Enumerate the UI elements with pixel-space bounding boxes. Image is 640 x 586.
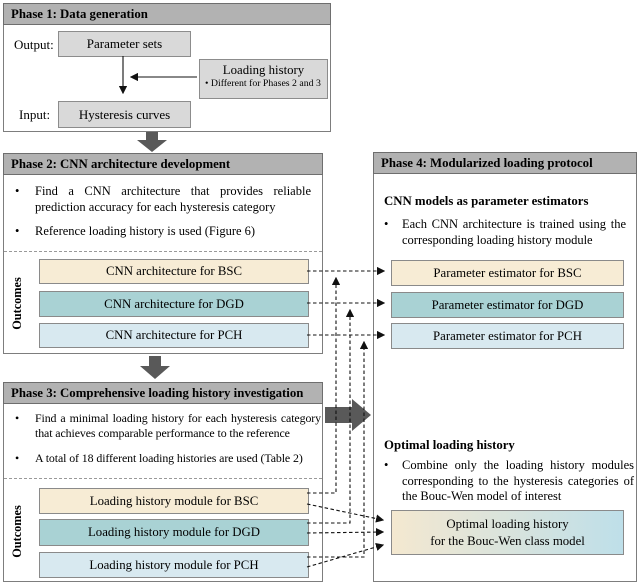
phase3-bullet-1: • Find a minimal loading history for eac…	[15, 411, 321, 441]
hysteresis-curves-box: Hysteresis curves	[58, 101, 191, 128]
bullet-mark: •	[205, 78, 209, 89]
phase2-container: Phase 2: CNN architecture development • …	[3, 153, 323, 354]
cnn-architecture-bsc-box: CNN architecture for BSC	[39, 259, 309, 284]
loading-history-note-text: Different for Phases 2 and 3	[210, 78, 321, 89]
phase3-separator	[4, 478, 322, 479]
phase4-header: Phase 4: Modularized loading protocol	[373, 152, 637, 174]
cnn-architecture-pch-box: CNN architecture for PCH	[39, 323, 309, 348]
bullet-mark: •	[15, 224, 20, 238]
phase2-outcomes-label-text: Outcomes	[9, 276, 24, 330]
loading-history-note: • Different for Phases 2 and 3	[200, 78, 321, 90]
phase2-bullet-2-text: Reference loading history is used (Figur…	[35, 224, 256, 238]
phase3-header: Phase 3: Comprehensive loading history i…	[3, 382, 323, 404]
parameter-estimator-dgd-box: Parameter estimator for DGD	[391, 292, 624, 318]
phase4-estimators-bullet-text: Each CNN architecture is trained using t…	[402, 217, 626, 247]
bullet-mark: •	[384, 217, 389, 231]
phase4-optimal-heading: Optimal loading history	[384, 438, 515, 452]
optimal-box-line2: for the Bouc-Wen class model	[430, 533, 585, 548]
bullet-mark: •	[15, 184, 20, 198]
phase3-bullet-2: • A total of 18 different loading histor…	[15, 451, 321, 466]
phase1-header: Phase 1: Data generation	[3, 3, 331, 25]
loading-history-box: Loading history • Different for Phases 2…	[199, 59, 328, 99]
phase3-to-phase4-arrow-icon	[325, 399, 371, 431]
phase4-estimators-heading: CNN models as parameter estimators	[384, 194, 589, 208]
bullet-mark: •	[384, 458, 389, 472]
phase2-separator	[4, 251, 322, 252]
phase4-container: Phase 4: Modularized loading protocol CN…	[373, 152, 637, 582]
parameter-estimator-bsc-box: Parameter estimator for BSC	[391, 260, 624, 286]
loading-module-bsc-box: Loading history module for BSC	[39, 488, 309, 514]
phase1-container: Phase 1: Data generation Output: Paramet…	[3, 3, 331, 132]
phase3-outcomes-label-text: Outcomes	[9, 504, 24, 558]
parameter-sets-box: Parameter sets	[58, 31, 191, 57]
phase4-estimators-bullet: • Each CNN architecture is trained using…	[384, 217, 628, 248]
phase2-outcomes-label: Outcomes	[4, 257, 30, 349]
phase2-bullet-2: • Reference loading history is used (Fig…	[15, 224, 315, 240]
phase1-output-label: Output:	[14, 37, 54, 52]
phase4-optimal-bullet-text: Combine only the loading history modules…	[402, 458, 634, 503]
bullet-mark: •	[15, 411, 20, 425]
phase3-bullet-1-text: Find a minimal loading history for each …	[35, 411, 321, 440]
cnn-architecture-dgd-box: CNN architecture for DGD	[39, 291, 309, 317]
optimal-loading-history-box: Optimal loading history for the Bouc-Wen…	[391, 510, 624, 555]
phase2-header: Phase 2: CNN architecture development	[3, 153, 323, 175]
phase1-to-phase2-arrow-icon	[137, 132, 167, 152]
loading-module-dgd-box: Loading history module for DGD	[39, 519, 309, 546]
loading-module-pch-box: Loading history module for PCH	[39, 552, 309, 578]
parameter-estimator-pch-box: Parameter estimator for PCH	[391, 323, 624, 349]
phase2-bullet-1: • Find a CNN architecture that provides …	[15, 184, 315, 215]
phase4-optimal-bullet: • Combine only the loading history modul…	[384, 458, 636, 505]
loading-history-title: Loading history	[222, 63, 305, 77]
phase1-input-label: Input:	[19, 107, 51, 122]
phase3-outcomes-label: Outcomes	[4, 485, 30, 577]
phase2-to-phase3-arrow-icon	[140, 356, 170, 379]
phase3-container: Phase 3: Comprehensive loading history i…	[3, 382, 323, 582]
optimal-box-line1: Optimal loading history	[446, 517, 569, 531]
bullet-mark: •	[15, 451, 20, 465]
phase3-bullet-2-text: A total of 18 different loading historie…	[35, 451, 303, 465]
phase2-bullet-1-text: Find a CNN architecture that provides re…	[35, 184, 311, 214]
